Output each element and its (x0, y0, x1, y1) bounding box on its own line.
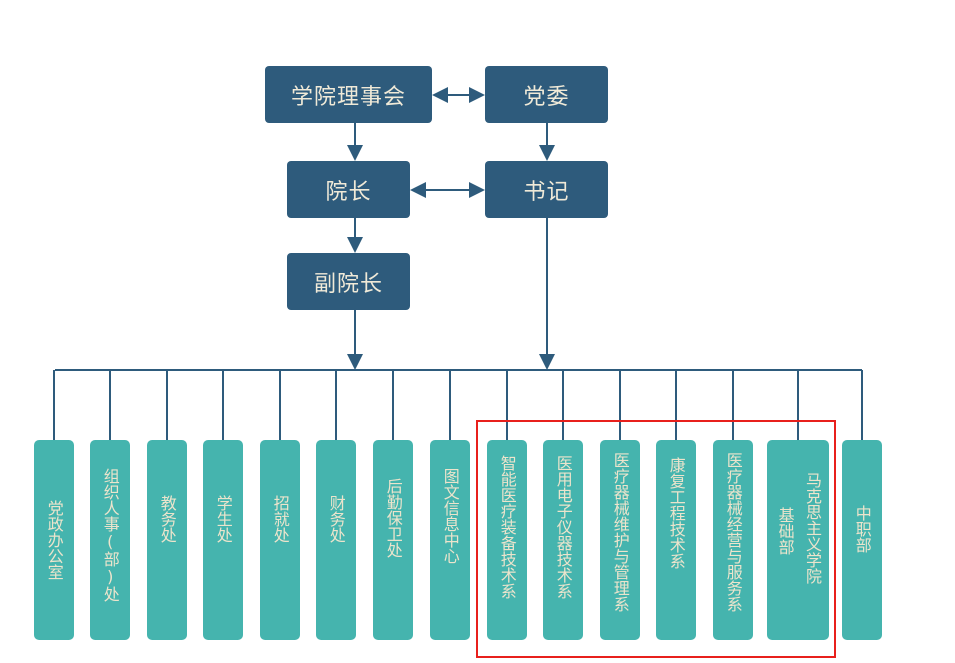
dept-label: 招就处 (270, 495, 290, 543)
dept-label: 财务处 (326, 495, 346, 543)
council-box: 学院理事会 (265, 66, 432, 123)
council-label: 学院理事会 (290, 84, 406, 110)
dept-label: 医疗器械维护与管理系 (610, 452, 630, 612)
president-box: 院长 (287, 161, 410, 218)
dept-box: 智能医疗装备技术系 (487, 440, 527, 640)
dept-box: 马克思主义学院 基础部 (767, 440, 829, 640)
dept-label-line1: 马克思主义学院 (803, 472, 822, 584)
secretary-box: 书记 (485, 161, 608, 218)
vice-president-box: 副院长 (287, 253, 410, 310)
dept-label: 康复工程技术系 (666, 457, 686, 569)
dept-label: 教务处 (157, 495, 177, 543)
dept-label-line2: 基础部 (775, 507, 795, 555)
dept-label: 图文信息中心 (440, 468, 460, 564)
dept-box: 中职部 (842, 440, 882, 640)
dept-box: 教务处 (147, 440, 187, 640)
secretary-label: 书记 (523, 179, 570, 205)
dept-box: 后勤保卫处 (373, 440, 413, 640)
dept-label: 中职部 (852, 505, 872, 553)
dept-label: 后勤保卫处 (383, 478, 403, 558)
dept-label: 学生处 (213, 495, 233, 543)
dept-label: 组织人事(部)处 (100, 468, 120, 602)
dept-box: 党政办公室 (34, 440, 74, 640)
dept-box: 医疗器械维护与管理系 (600, 440, 640, 640)
president-label: 院长 (325, 179, 372, 205)
dept-label: 医疗器械经营与服务系 (723, 452, 743, 612)
dept-label: 智能医疗装备技术系 (497, 455, 517, 599)
party-committee-label: 党委 (523, 84, 570, 110)
vice-president-label: 副院长 (313, 271, 383, 297)
dept-box: 财务处 (316, 440, 356, 640)
party-committee-box: 党委 (485, 66, 608, 123)
dept-box: 组织人事(部)处 (90, 440, 130, 640)
highlight-box (476, 420, 836, 658)
dept-box: 康复工程技术系 (656, 440, 696, 640)
dept-label: 医用电子仪器技术系 (553, 455, 573, 599)
dept-box: 学生处 (203, 440, 243, 640)
dept-box: 图文信息中心 (430, 440, 470, 640)
dept-box: 招就处 (260, 440, 300, 640)
dept-label: 党政办公室 (44, 500, 64, 580)
dept-box: 医用电子仪器技术系 (543, 440, 583, 640)
dept-box: 医疗器械经营与服务系 (713, 440, 753, 640)
